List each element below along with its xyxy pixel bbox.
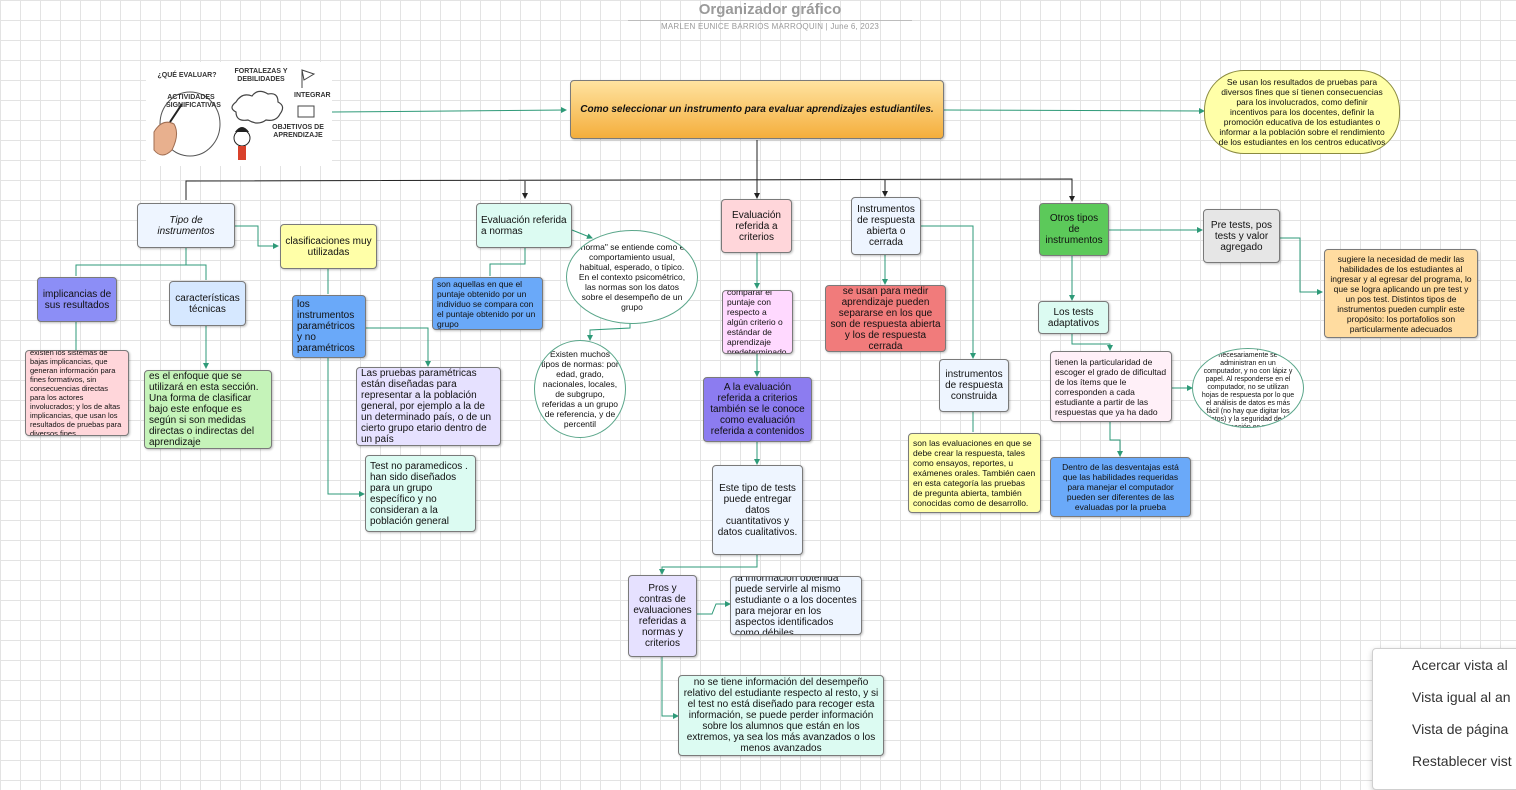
construida-desc-node[interactable]: son las evaluaciones en que se debe crea… <box>908 433 1041 513</box>
adaptativos-cloud-text: Los tests adaptativos necesariamente se … <box>1201 349 1295 428</box>
parametricos-node[interactable]: los instrumentos paramétricos y no param… <box>292 295 366 358</box>
contra-text: no se tiene información del desempeño re… <box>683 677 879 754</box>
illustration-label-actividades: ACTIVIDADES SIGNIFICATIVAS <box>166 94 221 109</box>
document-header: Organizador gráfico MARLEN EUNICE BARRIO… <box>628 0 912 31</box>
link-abierta-construida <box>921 225 976 359</box>
norma-definition-cloud[interactable]: "norma" se entiende como el comportamien… <box>566 230 698 324</box>
contenidos-text: A la evaluación referida a criterios tam… <box>710 382 805 437</box>
document-title: Organizador gráfico <box>698 1 842 18</box>
clasificaciones-text: clasificaciones muy utilizadas <box>285 235 372 258</box>
pruebas-parametricas-node[interactable]: Las pruebas paramétricas están diseñadas… <box>356 367 501 446</box>
clasificaciones-node[interactable]: clasificaciones muy utilizadas <box>280 224 377 269</box>
criterios-node[interactable]: Evaluación referida a criterios <box>721 199 792 253</box>
link-cuant-pros <box>659 555 758 575</box>
criterios-desc-text: comparar el puntaje con respecto a algún… <box>727 290 787 354</box>
implicancias-desc-text: existen los sistemas de bajas implicanci… <box>30 350 122 436</box>
adaptativos-desc-node[interactable]: tienen la particularidad de escoger el g… <box>1050 351 1172 422</box>
desventajas-text: Dentro de las desventajas está que las h… <box>1062 462 1179 512</box>
link-param-test <box>327 358 365 497</box>
link-normas-cloud <box>571 229 593 239</box>
link-tipo-children <box>75 248 207 280</box>
norma-definition-text: "norma" se entiende como el comportamien… <box>577 242 687 312</box>
abierta-cerrada-text: Instrumentos de respuesta abierta o cerr… <box>857 204 915 248</box>
enfoque-text: es el enfoque que se utilizará en esta s… <box>149 371 259 448</box>
main-topic-node[interactable]: Como seleccionar un instrumento para eva… <box>570 80 944 139</box>
link-tipo-clasif <box>234 225 279 249</box>
pruebas-parametricas-text: Las pruebas paramétricas están diseñadas… <box>361 368 492 445</box>
pretests-desc-node[interactable]: sugiere la necesidad de medir las habili… <box>1324 249 1478 338</box>
normas-text: Evaluación referida a normas <box>481 214 567 237</box>
link-illustration-main <box>331 107 567 114</box>
tipos-normas-cloud[interactable]: Existen muchos tipos de normas: por edad… <box>534 340 626 438</box>
tipo-instrumentos-text: Tipo de instrumentos <box>157 214 215 237</box>
pro-node[interactable]: la información obtenida puede servirle a… <box>730 576 862 635</box>
uses-bubble-node[interactable]: Se usan los resultados de pruebas para d… <box>1204 70 1400 154</box>
criterios-desc-node[interactable]: comparar el puntaje con respecto a algún… <box>722 290 793 354</box>
menu-item-zoom-in[interactable]: Acercar vista al <box>1412 657 1508 673</box>
link-desc-desventajas <box>1109 422 1123 457</box>
construida-text: instrumentos de respuesta construida <box>945 369 1003 402</box>
menu-item-view-width[interactable]: Vista igual al an <box>1412 689 1511 705</box>
link-pros-contra <box>661 657 679 719</box>
enfoque-node[interactable]: es el enfoque que se utilizará en esta s… <box>144 370 272 449</box>
uses-bubble-text: Se usan los resultados de pruebas para d… <box>1218 77 1386 147</box>
caracteristicas-node[interactable]: características técnicas <box>169 281 246 326</box>
desventajas-node[interactable]: Dentro de las desventajas está que las h… <box>1050 457 1191 517</box>
adaptativos-node[interactable]: Los tests adaptativos <box>1038 301 1109 334</box>
illustration-label-fortalezas: FORTALEZAS Y DEBILIDADES <box>234 68 288 83</box>
link-pretests-desc <box>1279 237 1323 295</box>
pro-text: la información obtenida puede servirle a… <box>735 576 857 635</box>
zoom-context-menu: Acercar vista al Vista igual al an Vista… <box>1372 648 1516 790</box>
caracteristicas-text: características técnicas <box>175 292 240 315</box>
implicancias-desc-node[interactable]: existen los sistemas de bajas implicanci… <box>25 350 129 436</box>
link-main-uses <box>943 107 1205 114</box>
construida-desc-text: son las evaluaciones en que se debe crea… <box>913 438 1036 508</box>
link-pros-pro <box>697 601 731 615</box>
menu-item-reset-view[interactable]: Restablecer vist <box>1412 753 1512 769</box>
tipos-normas-text: Existen muchos tipos de normas: por edad… <box>541 349 619 429</box>
link-branch-bar <box>185 178 1073 200</box>
normas-desc-text: son aquellas en que el puntaje obtenido … <box>437 278 536 329</box>
cuantitativos-node[interactable]: Este tipo de tests puede entregar datos … <box>712 465 803 555</box>
test-no-parametricos-node[interactable]: Test no paramedicos . han sido diseñados… <box>365 455 476 532</box>
title-divider <box>628 20 912 21</box>
sketch-drawing <box>153 69 316 160</box>
implicancias-node[interactable]: implicancias de sus resultados <box>37 277 117 322</box>
test-no-parametricos-text: Test no paramedicos . han sido diseñados… <box>370 460 468 527</box>
main-topic-text: Como seleccionar un instrumento para eva… <box>580 104 934 115</box>
implicancias-text: implicancias de sus resultados <box>42 288 112 311</box>
normas-node[interactable]: Evaluación referida a normas <box>476 203 572 248</box>
pretests-node[interactable]: Pre tests, pos tests y valor agregado <box>1203 209 1280 263</box>
cuantitativos-text: Este tipo de tests puede entregar datos … <box>717 482 798 538</box>
illustration-label-que-evaluar: ¿QUÉ EVALUAR? <box>157 72 217 79</box>
link-normas-desc <box>489 248 526 276</box>
adaptativos-desc-text: tienen la particularidad de escoger el g… <box>1055 356 1167 417</box>
abierta-desc-text: se usan para medir aprendizaje pueden se… <box>830 285 941 352</box>
tipo-instrumentos-node[interactable]: Tipo de instrumentos <box>137 203 235 248</box>
otros-tipos-text: Otros tipos de instrumentos <box>1045 213 1103 246</box>
evaluation-illustration: ¿QUÉ EVALUAR? ACTIVIDADES SIGNIFICATIVAS… <box>146 62 332 166</box>
contra-node[interactable]: no se tiene información del desempeño re… <box>678 675 884 756</box>
adaptativos-cloud[interactable]: Los tests adaptativos necesariamente se … <box>1192 348 1304 428</box>
pretests-desc-text: sugiere la necesidad de medir las habili… <box>1330 253 1472 334</box>
link-param-pruebas <box>366 327 431 367</box>
criterios-text: Evaluación referida a criterios <box>732 209 781 243</box>
pretests-text: Pre tests, pos tests y valor agregado <box>1210 219 1273 253</box>
abierta-cerrada-node[interactable]: Instrumentos de respuesta abierta o cerr… <box>851 197 921 255</box>
abierta-desc-node[interactable]: se usan para medir aprendizaje pueden se… <box>825 285 946 352</box>
pros-contras-text: Pros y contras de evaluaciones referidas… <box>633 583 692 649</box>
document-meta: MARLEN EUNICE BARRIOS MARROQUIN | June 6… <box>660 22 879 31</box>
illustration-label-objetivos: OBJETIVOS DE APRENDIZAJE <box>272 124 324 139</box>
pros-contras-node[interactable]: Pros y contras de evaluaciones referidas… <box>628 575 697 657</box>
menu-item-page-view[interactable]: Vista de página <box>1412 721 1509 737</box>
adaptativos-text: Los tests adaptativos <box>1047 306 1100 329</box>
contenidos-node[interactable]: A la evaluación referida a criterios tam… <box>703 377 812 442</box>
parametricos-text: los instrumentos paramétricos y no param… <box>297 299 355 354</box>
construida-node[interactable]: instrumentos de respuesta construida <box>939 359 1009 412</box>
link-adapt-desc <box>1071 334 1113 351</box>
otros-tipos-node[interactable]: Otros tipos de instrumentos <box>1039 203 1109 256</box>
normas-desc-node[interactable]: son aquellas en que el puntaje obtenido … <box>432 277 543 330</box>
illustration-label-integrar: INTEGRAR <box>294 92 331 99</box>
